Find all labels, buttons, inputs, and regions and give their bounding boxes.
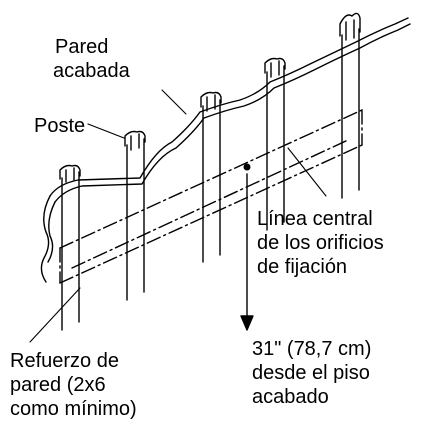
label-finished-wall-line1: Pared: [55, 36, 109, 58]
label-backing-line3: como mínimo): [10, 398, 137, 420]
leader-lines: [29, 89, 327, 343]
centerline-marker: [240, 163, 254, 331]
finished-wall: [40, 17, 411, 283]
label-height-line3: acabado: [252, 386, 329, 408]
label-backing-line1: Refuerzo de: [10, 350, 119, 372]
label-centerline-line3: de fijación: [257, 256, 348, 278]
label-centerline-line2: de los orificios: [257, 232, 384, 254]
label-backing-line2: pared (2x6: [10, 374, 106, 396]
stud-5: [339, 12, 361, 199]
stud-1: [59, 164, 81, 331]
stud-3: [200, 91, 222, 263]
stud-2: [124, 130, 146, 301]
label-height-line2: desde el piso: [252, 362, 370, 384]
label-finished-wall-line2: acabada: [53, 60, 130, 82]
wall-backing: [59, 109, 363, 284]
label-height-line1: 31" (78,7 cm): [252, 338, 372, 360]
stud-4: [264, 57, 286, 231]
label-centerline-line1: Línea central: [257, 208, 373, 230]
label-stud: Poste: [34, 115, 86, 137]
